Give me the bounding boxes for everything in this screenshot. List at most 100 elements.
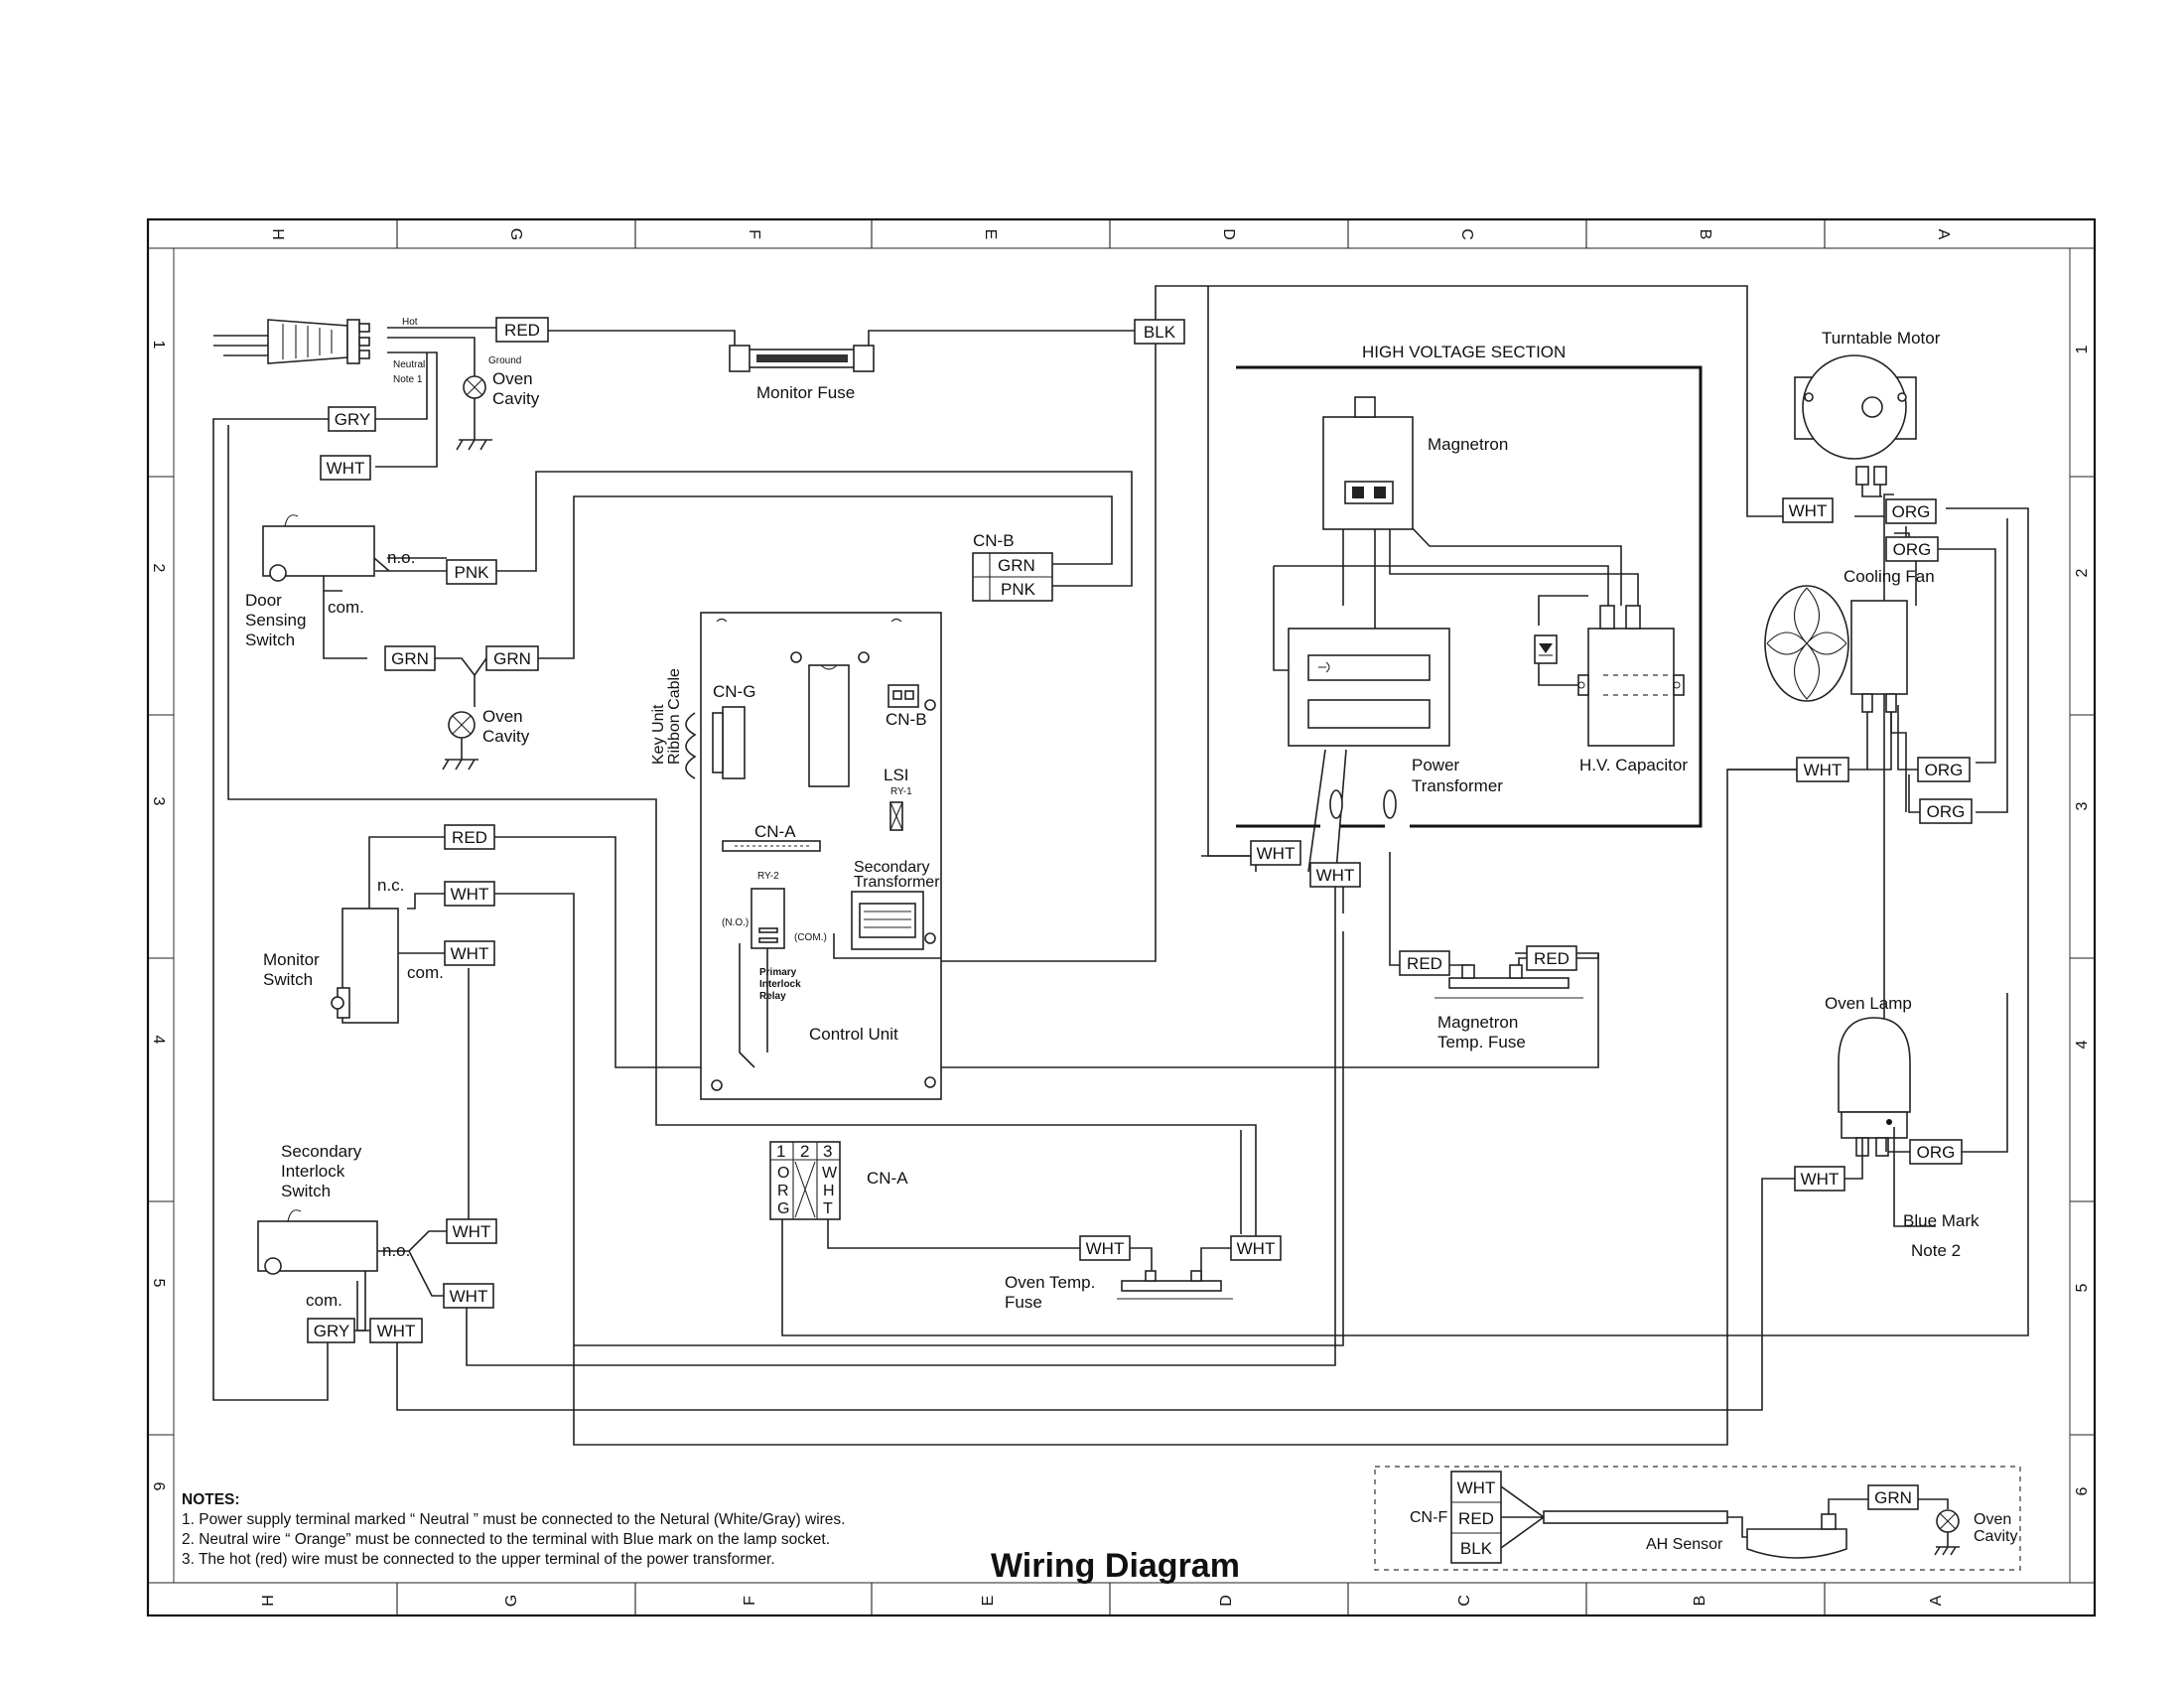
monitor-nc-label: n.c. bbox=[377, 876, 404, 895]
secondary-no-label: n.o. bbox=[382, 1241, 410, 1260]
wire-gry-secondary: GRY bbox=[314, 1322, 350, 1340]
grid-row-2-right: 2 bbox=[2074, 568, 2091, 577]
secondary-transformer-label-2: Transformer bbox=[854, 874, 940, 891]
power-plug: Hot Ground Neutral Note 1 bbox=[213, 317, 521, 385]
grid-col-a-bottom: A bbox=[1928, 1595, 1945, 1606]
wire-wht-otf-2: WHT bbox=[1237, 1239, 1276, 1258]
ry1-label: RY-1 bbox=[890, 786, 912, 797]
relay-no-label: (N.O.) bbox=[722, 917, 749, 928]
cn-a-label: CN-A bbox=[867, 1169, 908, 1188]
secondary-switch-label-3: Switch bbox=[281, 1182, 331, 1200]
grid-row-5-left: 5 bbox=[150, 1279, 167, 1288]
grid-row-6-left: 6 bbox=[150, 1482, 167, 1491]
cn-b-grn-label: GRN bbox=[998, 556, 1035, 575]
magnetron-temp-fuse-label-2: Temp. Fuse bbox=[1437, 1033, 1526, 1052]
grid-columns-bottom: H G F E D C B A bbox=[260, 1595, 1945, 1607]
turntable-motor: Turntable Motor bbox=[1794, 329, 1941, 497]
cn-a-pin3-t: T bbox=[823, 1200, 833, 1217]
grid-col-a: A bbox=[1935, 229, 1952, 240]
wire-red-mtf-1: RED bbox=[1407, 954, 1442, 973]
diagram-frame bbox=[146, 217, 2097, 1617]
oven-cavity-3-label-2: Cavity bbox=[1974, 1528, 2017, 1545]
grid-row-1-left: 1 bbox=[150, 341, 167, 350]
grid-col-c-bottom: C bbox=[1456, 1595, 1473, 1607]
cn-b-connector: CN-B GRN PNK bbox=[972, 531, 1053, 602]
cn-a-connector: 1 2 3 O R G W H T CN-A bbox=[769, 1141, 908, 1220]
ah-sensor-inset: WHT RED BLK CN-F GRN Oven Cavity AH Sens… bbox=[1374, 1466, 2021, 1571]
grid-row-1-right: 1 bbox=[2074, 345, 2091, 353]
secondary-switch-label-1: Secondary bbox=[281, 1142, 362, 1161]
primary-relay-label-2: Interlock bbox=[759, 979, 801, 990]
key-unit-cable-label-1: Key Unit bbox=[650, 704, 667, 765]
oven-lamp-label: Oven Lamp bbox=[1825, 994, 1912, 1013]
wires bbox=[212, 285, 2029, 1446]
relay-com-label: (COM.) bbox=[794, 932, 827, 943]
oven-cavity-1-label-2: Cavity bbox=[492, 389, 540, 408]
cn-a-pin1-g: G bbox=[777, 1200, 789, 1217]
door-switch-label-2: Sensing bbox=[245, 611, 306, 630]
grid-col-d-bottom: D bbox=[1218, 1595, 1235, 1607]
wire-gry-1: GRY bbox=[335, 410, 371, 429]
plug-hot-label: Hot bbox=[402, 317, 418, 328]
grid-row-3-left: 3 bbox=[150, 797, 167, 806]
cn-a-pin3-h: H bbox=[823, 1183, 835, 1199]
wire-blk-top: BLK bbox=[1144, 323, 1176, 342]
grid-col-c: C bbox=[1458, 228, 1475, 240]
cn-f-wht: WHT bbox=[1457, 1478, 1496, 1497]
wire-wht-hv-2: WHT bbox=[1316, 866, 1355, 885]
monitor-fuse: Monitor Fuse bbox=[729, 345, 875, 402]
note-1: 1. Power supply terminal marked “ Neutra… bbox=[182, 1511, 845, 1528]
monitor-switch-label-1: Monitor bbox=[263, 950, 320, 969]
hv-capacitor bbox=[1587, 628, 1675, 747]
door-switch-label-1: Door bbox=[245, 591, 282, 610]
high-voltage-section: HIGH VOLTAGE SECTION Magnetron Power Tra… bbox=[1207, 286, 1703, 857]
cn-a-pin1-r: R bbox=[777, 1183, 789, 1199]
wire-wht-otf-1: WHT bbox=[1086, 1239, 1125, 1258]
grid-col-d: D bbox=[1220, 228, 1237, 240]
primary-relay-label-3: Relay bbox=[759, 991, 786, 1002]
turntable-motor-label: Turntable Motor bbox=[1822, 329, 1941, 348]
magnetron-label: Magnetron bbox=[1428, 435, 1508, 454]
cn-b-pnk-label: PNK bbox=[1001, 580, 1036, 599]
secondary-com-label: com. bbox=[306, 1291, 342, 1310]
monitor-switch-label-2: Switch bbox=[263, 970, 313, 989]
wire-wht-secondary-3: WHT bbox=[377, 1322, 416, 1340]
door-sensing-switch: n.o. com. Door Sensing Switch bbox=[245, 514, 415, 649]
secondary-transformer-label-1: Secondary bbox=[854, 859, 930, 876]
wire-wht-monitor-1: WHT bbox=[451, 885, 489, 904]
wire-red-top: RED bbox=[504, 321, 540, 340]
grid-col-h: H bbox=[269, 228, 286, 240]
control-unit: CN-G Key Unit Ribbon Cable CN-B LSI RY-1… bbox=[650, 612, 942, 1100]
wire-grn-2: GRN bbox=[493, 649, 531, 668]
oven-cavity-3-label-1: Oven bbox=[1974, 1511, 2011, 1528]
wire-wht-fan: WHT bbox=[1804, 761, 1843, 779]
high-voltage-label: HIGH VOLTAGE SECTION bbox=[1362, 343, 1566, 361]
grid-col-g: G bbox=[507, 228, 524, 240]
cn-a-pin1-o: O bbox=[777, 1165, 789, 1182]
plug-ground-label: Ground bbox=[488, 355, 521, 366]
cn-a-pin3-w: W bbox=[822, 1165, 838, 1182]
monitor-com-label: com. bbox=[407, 963, 444, 982]
magnetron-temp-fuse-label-1: Magnetron bbox=[1437, 1013, 1518, 1032]
wire-pnk: PNK bbox=[455, 563, 490, 582]
wire-org-turntable-1: ORG bbox=[1892, 502, 1931, 521]
door-com-label: com. bbox=[328, 598, 364, 617]
cn-f-label: CN-F bbox=[1410, 1509, 1447, 1526]
door-switch-label-3: Switch bbox=[245, 631, 295, 649]
notes-heading: NOTES: bbox=[182, 1491, 240, 1508]
plug-neutral-label: Neutral bbox=[393, 359, 425, 370]
power-transformer-label-1: Power bbox=[1412, 756, 1460, 774]
lsi-label: LSI bbox=[884, 766, 909, 784]
wire-labels: RED BLK GRY WHT PNK GRN GRN RED WHT WHT … bbox=[307, 317, 1973, 1343]
grid-col-g-bottom: G bbox=[503, 1595, 520, 1607]
oven-temp-fuse-label-1: Oven Temp. bbox=[1005, 1273, 1095, 1292]
wire-org-fan-2: ORG bbox=[1927, 802, 1966, 821]
key-unit-cable-label-2: Ribbon Cable bbox=[666, 668, 683, 765]
grid-col-f-bottom: F bbox=[742, 1596, 758, 1606]
note-2: 2. Neutral wire “ Orange” must be connec… bbox=[182, 1531, 830, 1548]
blue-mark-label: Blue Mark bbox=[1903, 1211, 1979, 1230]
grid-col-f: F bbox=[746, 229, 762, 239]
oven-lamp: Oven Lamp Blue Mark Note 2 bbox=[1825, 994, 1979, 1260]
grid-col-b: B bbox=[1697, 229, 1713, 240]
grid-col-h-bottom: H bbox=[260, 1595, 277, 1607]
